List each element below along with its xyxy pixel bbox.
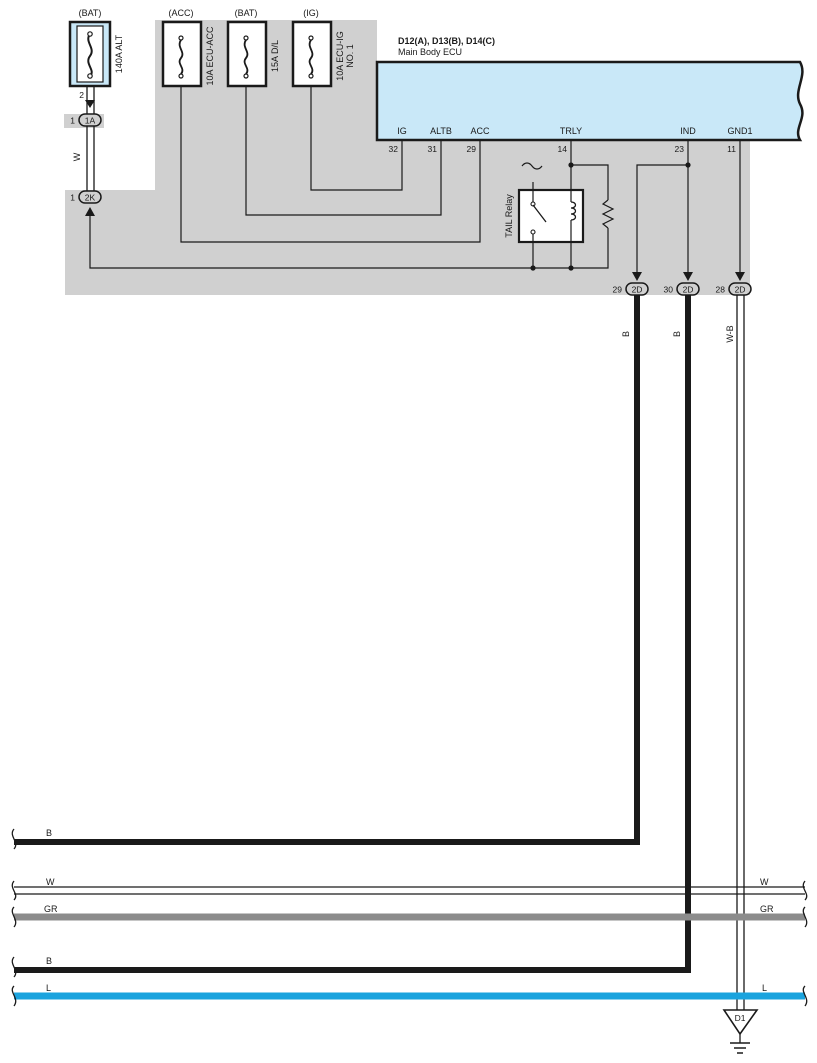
fuse-ecu-ig-source: (IG): [303, 8, 319, 18]
connector-2d-28: 2D 28: [716, 140, 752, 296]
terminal-trly-name: TRLY: [560, 126, 582, 136]
terminal-ig-name: IG: [397, 126, 407, 136]
bus-l-right: L: [762, 983, 767, 993]
bus-b-bottom-left: B: [46, 956, 52, 966]
ground-label: D1: [735, 1013, 746, 1023]
bus-w-left: W: [46, 877, 55, 887]
terminal-ind-name: IND: [680, 126, 696, 136]
connector-1a-id: 1A: [85, 116, 96, 126]
fuse-10a-ecu-ig: (IG) 10A ECU-IG NO. 1: [291, 8, 355, 88]
connector-2d-30-pin: 30: [664, 285, 674, 295]
terminal-gnd1-pin: 11: [727, 144, 736, 154]
connector-1a: 1A 1: [70, 113, 102, 127]
connector-2d-29: 2D 29: [613, 272, 649, 296]
ecu-pin-numbers: 32 31 29 14 23 11: [389, 144, 737, 154]
main-body-ecu: D12(A), D13(B), D14(C) Main Body ECU IG …: [375, 36, 804, 142]
wire-out-30: B: [14, 295, 691, 973]
terminal-ig-pin: 32: [389, 144, 399, 154]
wire-out-30-color: B: [672, 331, 682, 337]
connector-2k-pin: 1: [70, 193, 75, 203]
fuse-ecu-ig-label-1: 10A ECU-IG: [335, 31, 345, 81]
terminal-altb-name: ALTB: [430, 126, 452, 136]
terminal-altb-pin: 31: [428, 144, 438, 154]
bus-gr: GR GR: [14, 904, 805, 921]
connector-2d-30-id: 2D: [683, 285, 694, 295]
bus-w-right: W: [760, 877, 769, 887]
ecu-title: D12(A), D13(B), D14(C): [398, 36, 495, 46]
bus-l: L L: [14, 983, 805, 1000]
bus-gr-right: GR: [760, 904, 774, 914]
left-break-marks: [11, 828, 17, 1007]
terminal-gnd1-name: GND1: [727, 126, 752, 136]
bus-w: W W: [14, 877, 805, 895]
wire-out-28-color: W-B: [725, 325, 735, 342]
fuse-dl-label: 15A D/L: [270, 40, 280, 72]
fuse-15a-dl: (BAT) 15A D/L: [226, 8, 280, 88]
terminal-acc-pin: 29: [467, 144, 477, 154]
connector-2k-id: 2K: [85, 193, 96, 203]
connector-2d-28-id: 2D: [735, 285, 746, 295]
connector-1a-pin: 1: [70, 116, 75, 126]
fuse-ecu-acc-source: (ACC): [169, 8, 194, 18]
terminal-trly-pin: 14: [558, 144, 568, 154]
fuse-ecu-ig-label-2: NO. 1: [345, 44, 355, 68]
ground-d1: D1: [722, 1009, 759, 1054]
bus-gr-left: GR: [44, 904, 58, 914]
connector-2d-29-id: 2D: [632, 285, 643, 295]
terminal-acc-name: ACC: [470, 126, 490, 136]
fuse-10a-ecu-acc: (ACC) 10A ECU-ACC: [161, 8, 215, 88]
internal-wires: [89, 86, 689, 278]
wire-out-28: W-B: [725, 295, 745, 1010]
fuse-ecu-acc-label: 10A ECU-ACC: [205, 26, 215, 86]
right-break-marks: [802, 880, 808, 1007]
connector-2d-28-pin: 28: [716, 285, 726, 295]
connector-2d-29-pin: 29: [613, 285, 623, 295]
fuse-alt-label: 140A ALT: [114, 34, 124, 73]
fuse-alt-source: (BAT): [79, 8, 102, 18]
tail-relay: TAIL Relay: [504, 162, 585, 268]
bus-b-top-left: B: [46, 828, 52, 838]
fuse-alt-pin: 2: [79, 90, 84, 100]
wire-alt-w: W: [72, 86, 95, 200]
wire-alt-color: W: [72, 152, 82, 161]
wire-out-29: B: [14, 295, 640, 845]
fuse-140a-alt: (BAT) 140A ALT 2: [68, 8, 124, 100]
relay-label: TAIL Relay: [504, 194, 514, 238]
connector-2k: 2K 1: [70, 190, 102, 216]
ecu-subtitle: Main Body ECU: [398, 47, 462, 57]
fuse-dl-source: (BAT): [235, 8, 258, 18]
terminal-ind-pin: 23: [675, 144, 685, 154]
relay-resistor: [601, 199, 615, 229]
bus-l-left: L: [46, 983, 51, 993]
wire-out-29-color: B: [621, 331, 631, 337]
